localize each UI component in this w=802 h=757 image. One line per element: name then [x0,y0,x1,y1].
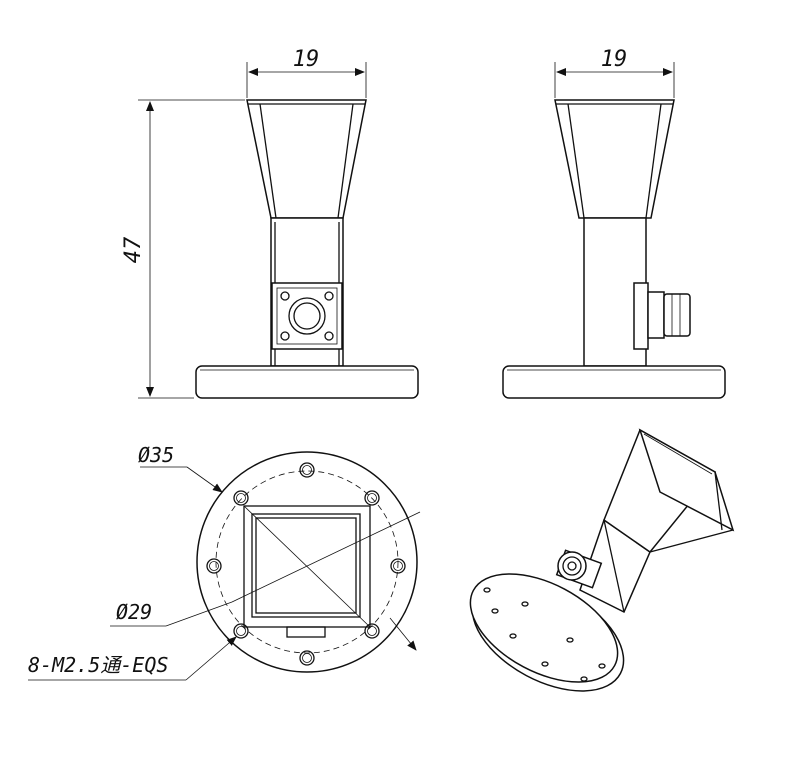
front-width-label: 19 [293,47,320,72]
bolt-circle-label: Ø29 [116,600,152,624]
bolt-circle-callout: Ø29 [110,600,233,627]
height-dimension: 47 [121,99,245,399]
front-view [195,99,419,399]
hole-spec-callout: 8-M2.5通-EQS [28,636,237,681]
isometric-view [469,428,735,692]
bottom-view [196,451,421,673]
side-width-label: 19 [601,47,628,72]
side-view [502,99,726,399]
bolt-holes [206,462,406,666]
height-label: 47 [121,236,146,263]
front-width-dimension: 19 [246,47,367,98]
outer-diameter-label: Ø35 [138,443,174,467]
iso-bolt-holes [483,587,606,682]
hole-spec-label: 8-M2.5通-EQS [28,653,168,677]
side-width-dimension: 19 [554,47,675,98]
outer-diameter-callout: Ø35 [138,443,417,651]
